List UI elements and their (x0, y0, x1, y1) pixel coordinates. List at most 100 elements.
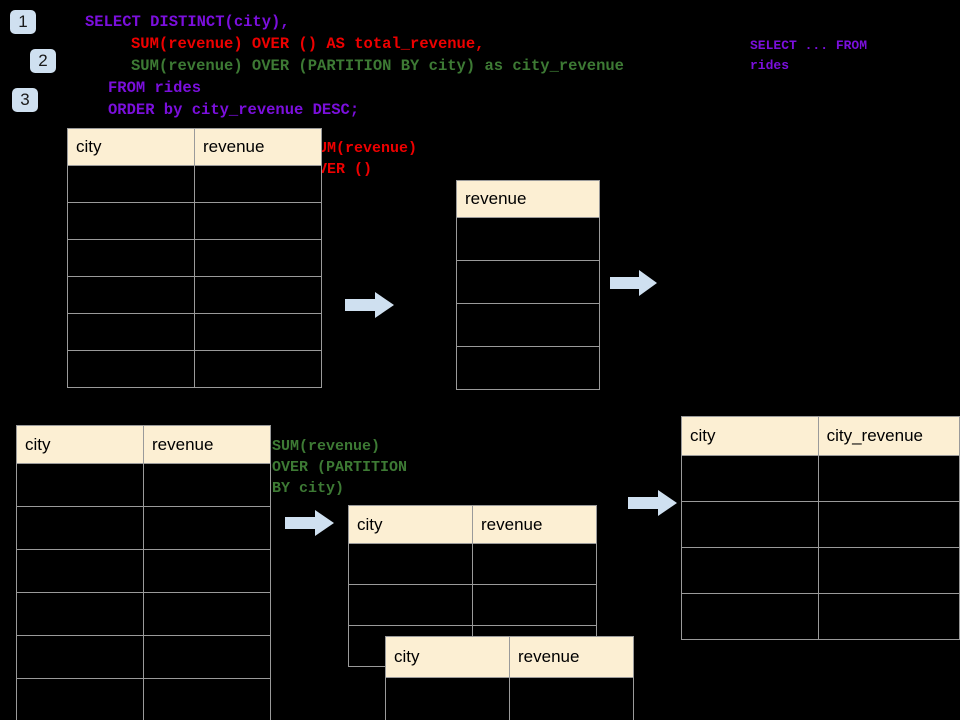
cell-revenue (143, 506, 271, 550)
sql-line-from-rides: FROM rides (108, 79, 202, 97)
cell-city (67, 276, 195, 314)
table-row (67, 350, 322, 388)
sql-line-sum-over-empty: SUM(revenue) OVER () AS total_revenue, (131, 35, 485, 53)
table-row (16, 678, 271, 720)
column-header-revenue: revenue (143, 425, 271, 464)
cell-city (67, 350, 195, 388)
step-badge-2-label: 2 (38, 51, 48, 70)
cell-city (681, 455, 819, 502)
column-header-city: city (385, 636, 510, 678)
step-badge-2: 2 (30, 49, 56, 73)
table-header-row: city revenue (348, 505, 597, 544)
annotation-select-from-rides: SELECT ... FROM rides (750, 38, 868, 73)
table-row (67, 239, 322, 277)
table-city-revenue-result: city city_revenue (681, 416, 960, 640)
table-header-row: city revenue (67, 128, 322, 166)
cell-city-revenue (817, 547, 960, 594)
table-row (681, 455, 960, 502)
table-header-row: city revenue (385, 636, 634, 678)
cell-revenue (194, 165, 322, 203)
column-header-revenue: revenue (509, 636, 634, 678)
cell-city (385, 677, 510, 720)
cell-city (681, 547, 819, 594)
column-header-city: city (681, 416, 819, 456)
cell-revenue (143, 463, 271, 507)
cell-revenue (509, 677, 634, 720)
table-rides-source-top: city revenue (67, 128, 322, 388)
cell-city (16, 506, 144, 550)
table-header-row: city city_revenue (681, 416, 960, 456)
table-row (681, 547, 960, 594)
annotation-sum-over-empty: SUM(revenue) OVER () (309, 140, 418, 178)
table-row (348, 543, 597, 585)
cell-revenue (456, 260, 600, 304)
table-row (348, 584, 597, 626)
annotation-sum-over-partition: SUM(revenue) OVER (PARTITION BY city) (272, 438, 408, 497)
table-row (16, 463, 271, 507)
step-badge-1-label: 1 (18, 12, 28, 31)
cell-revenue (456, 346, 600, 390)
table-row (16, 506, 271, 550)
cell-city (16, 635, 144, 679)
cell-revenue (472, 584, 597, 626)
cell-city (681, 593, 819, 640)
table-partition-group-b: city revenue (385, 636, 634, 720)
table-row (16, 635, 271, 679)
cell-revenue (194, 202, 322, 240)
cell-city (67, 202, 195, 240)
cell-revenue (143, 678, 271, 720)
cell-city (16, 463, 144, 507)
cell-revenue (456, 217, 600, 261)
sql-line-select-distinct: SELECT DISTINCT(city), (85, 13, 290, 31)
table-row (67, 313, 322, 351)
cell-city (681, 501, 819, 548)
arrow-right-icon-top-left (345, 292, 394, 318)
arrow-right-icon-bottom-left (285, 510, 334, 536)
table-row (67, 165, 322, 203)
cell-revenue (456, 303, 600, 347)
cell-city-revenue (817, 593, 960, 640)
column-header-city: city (348, 505, 473, 544)
table-header-row: revenue (456, 180, 600, 218)
column-header-city: city (16, 425, 144, 464)
step-badge-3-label: 3 (20, 90, 30, 109)
table-row (67, 202, 322, 240)
table-row (681, 501, 960, 548)
cell-revenue (194, 350, 322, 388)
cell-revenue (143, 549, 271, 593)
sql-line-order-by: ORDER by city_revenue DESC; (108, 101, 360, 119)
cell-revenue (194, 239, 322, 277)
column-header-revenue: revenue (194, 128, 322, 166)
arrow-right-icon-top-right (610, 270, 657, 296)
cell-revenue (194, 276, 322, 314)
cell-revenue (194, 313, 322, 351)
cell-city (67, 239, 195, 277)
table-row (456, 260, 600, 304)
column-header-city-revenue: city_revenue (817, 416, 960, 456)
step-badge-3: 3 (12, 88, 38, 112)
cell-revenue (472, 543, 597, 585)
step-badge-1: 1 (10, 10, 36, 34)
cell-revenue (143, 635, 271, 679)
table-header-row: city revenue (16, 425, 271, 464)
cell-city (16, 592, 144, 636)
cell-city-revenue (817, 455, 960, 502)
cell-city (348, 543, 473, 585)
table-total-revenue: revenue (456, 180, 600, 390)
column-header-city: city (67, 128, 195, 166)
table-rides-source-bottom: city revenue (16, 425, 271, 720)
cell-city (67, 313, 195, 351)
table-row (456, 346, 600, 390)
cell-city (348, 584, 473, 626)
table-row (456, 303, 600, 347)
table-row (16, 592, 271, 636)
table-row (681, 593, 960, 640)
cell-city (16, 678, 144, 720)
cell-city (16, 549, 144, 593)
cell-city-revenue (817, 501, 960, 548)
arrow-right-icon-bottom-right (628, 490, 677, 516)
table-row (456, 217, 600, 261)
cell-city (67, 165, 195, 203)
table-row (16, 549, 271, 593)
